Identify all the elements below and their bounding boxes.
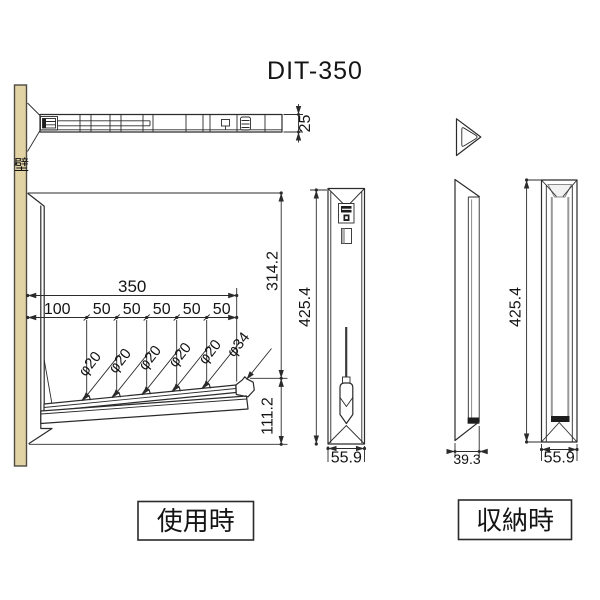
base-bevel-stowed (541, 421, 578, 443)
stowed-side-hook-tip (467, 417, 480, 424)
hook-diameter-label-3: φ20 (135, 342, 165, 373)
latch-detail (221, 119, 230, 130)
dim-pitch-chain: 100 50 50 50 50 50 (26, 301, 239, 321)
mount-plate-edge (40, 205, 45, 424)
end-hook-diameter-label: φ34 (224, 329, 254, 360)
caption-in-use-label: 使用時 (157, 506, 235, 536)
dim-pitch-0: 100 (44, 301, 71, 318)
stowed-front-hook-tip (551, 416, 570, 422)
mount-chamfer (27, 192, 45, 207)
base-bevel-front (327, 424, 365, 445)
wall-bracket-plan (40, 116, 58, 131)
wall-leader-lines (27, 102, 41, 152)
drawing-title: DIT-350 (267, 57, 363, 85)
hook-diameter-label-2: φ20 (105, 345, 135, 376)
dim-pitch-2: 50 (123, 301, 141, 318)
dim-pitch-4: 50 (183, 301, 201, 318)
arm-plan-body (39, 113, 283, 133)
end-hook-cap (235, 376, 255, 398)
dim-overall-height-front-value: 425.4 (297, 287, 314, 327)
side-view-stowed: 39.3 (446, 178, 488, 467)
dim-overall-height-stowed-value: 425.4 (508, 287, 525, 327)
hook-front (339, 382, 354, 425)
support-gusset (43, 359, 53, 405)
caption-in-use: 使用時 (137, 500, 255, 541)
dim-upper-height-value: 314.2 (265, 251, 282, 291)
stowed-front-bar-edges (550, 197, 570, 416)
plan-view-in-use: 25 (27, 102, 314, 152)
dim-body-width-stowed: 55.9 (539, 444, 579, 467)
wall: 壁 (13, 84, 29, 467)
caption-stowed: 収納時 (457, 499, 573, 541)
dim-pitch-3: 50 (153, 301, 171, 318)
end-cap-plan (240, 116, 251, 131)
hook-diameter-leaders: φ20 φ20 φ20 φ20 φ20 φ34 (75, 329, 272, 402)
dim-overall-width: 350 (26, 277, 239, 299)
stowed-plan-inner (461, 127, 478, 147)
dim-heights-right: 314.2 111.2 (29, 191, 288, 446)
dim-body-width-front: 55.9 (326, 445, 367, 467)
front-view-in-use: 425.4 55.9 (297, 187, 367, 467)
dim-stowed-depth: 39.3 (446, 426, 488, 467)
front-view-stowed: 425.4 55.9 (508, 178, 579, 467)
arm-plan-segments (79, 114, 266, 132)
plan-view-stowed (455, 118, 482, 157)
dim-body-width-stowed-value: 55.9 (544, 450, 575, 467)
stowed-side-outline (454, 178, 480, 442)
bottom-bracket (28, 422, 53, 445)
hook-diameter-label-5: φ20 (195, 336, 225, 367)
arm-rod-plan (58, 120, 151, 127)
dim-body-width-front-value: 55.9 (331, 450, 362, 467)
dim-overall-width-value: 350 (118, 277, 146, 296)
mount-slot (341, 228, 352, 244)
dim-pitch-1: 50 (93, 301, 111, 318)
dim-stowed-depth-value: 39.3 (453, 451, 480, 467)
hook-diameter-label-4: φ20 (165, 339, 195, 370)
dim-top-depth-value: 25 (297, 115, 314, 133)
wall-label: 壁 (14, 157, 29, 174)
hook-diameter-label-1: φ20 (75, 348, 105, 379)
caption-stowed-label: 収納時 (476, 506, 554, 536)
stowed-front-body (540, 179, 578, 443)
dim-top-depth: 25 (283, 104, 314, 143)
dim-pitch-5: 50 (213, 301, 231, 318)
dim-overall-height-stowed: 425.4 (508, 178, 542, 444)
side-view-in-use: 350 100 50 50 50 50 50 φ20 φ20 φ20 φ20 (26, 191, 288, 446)
mount-keyhole-plate (338, 203, 355, 224)
dim-overall-height-front: 425.4 (297, 188, 327, 446)
dim-lower-height-value: 111.2 (260, 397, 277, 435)
